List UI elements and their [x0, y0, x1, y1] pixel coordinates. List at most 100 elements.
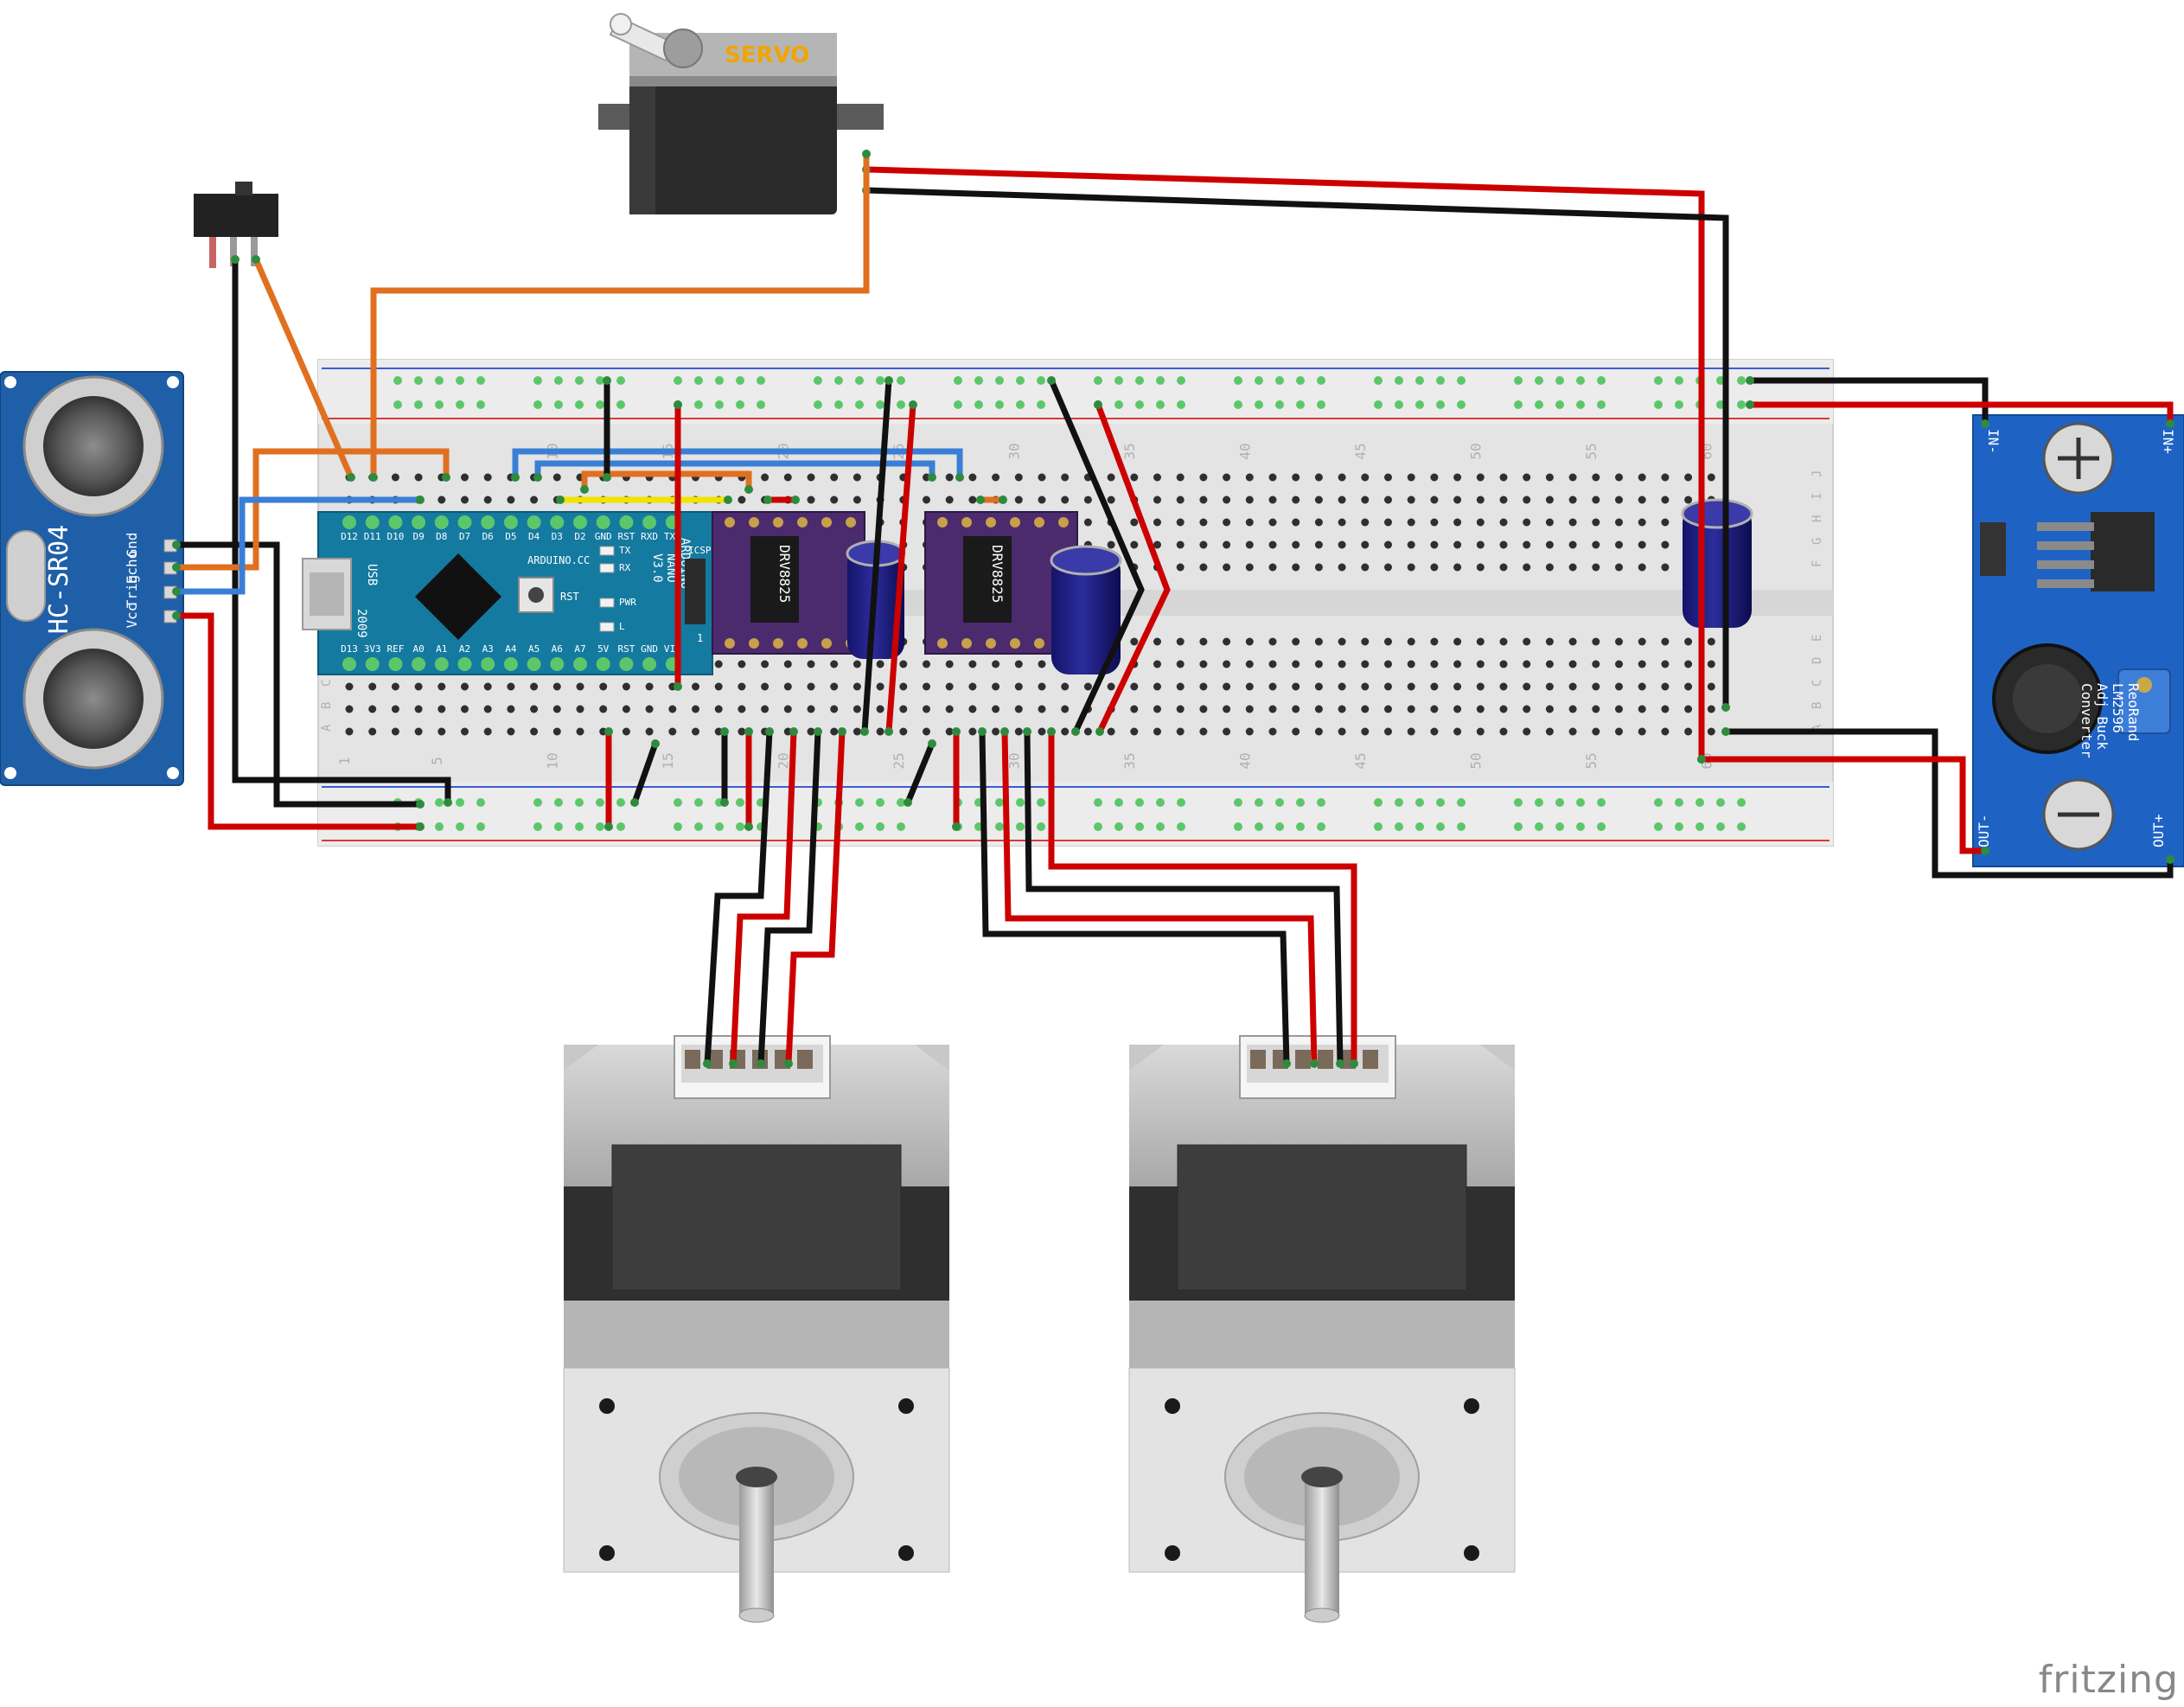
grid-hole: [1314, 727, 1323, 736]
rail-hole: [1317, 798, 1325, 807]
grid-hole: [1384, 495, 1392, 504]
motor2-wire-2: [1001, 728, 1318, 1067]
driver-pin: [1034, 638, 1044, 649]
rst-label: RST: [560, 591, 579, 603]
driver-pin: [725, 638, 735, 649]
grid-hole: [1568, 518, 1577, 527]
rail-hole: [1016, 400, 1025, 409]
grid-hole: [1684, 495, 1693, 504]
grid-hole: [1661, 682, 1670, 691]
grid-hole: [1430, 660, 1439, 668]
grid-hole: [1430, 637, 1439, 646]
grid-hole: [1523, 682, 1531, 691]
grid-hole: [1130, 682, 1139, 691]
grid-hole: [945, 705, 954, 713]
nano-pin-label: A1: [436, 643, 447, 655]
rail-hole: [1255, 822, 1263, 831]
grid-hole: [1061, 705, 1070, 713]
rail-hole: [1296, 822, 1305, 831]
grid-hole: [1568, 682, 1577, 691]
grid-hole: [1407, 705, 1415, 713]
grid-hole: [692, 682, 699, 691]
nano-pin: [412, 657, 426, 671]
grid-hole: [530, 682, 539, 691]
rail-hole: [1114, 400, 1123, 409]
grid-hole: [530, 705, 539, 713]
grid-hole: [1268, 563, 1277, 572]
wires: [172, 150, 2174, 1068]
rail-hole: [1716, 822, 1725, 831]
rail-hole: [1514, 822, 1523, 831]
grid-hole: [923, 705, 930, 713]
grid-hole: [714, 705, 723, 713]
grid-hole: [1453, 727, 1462, 736]
grid-hole: [992, 473, 1000, 482]
slide-switch[interactable]: [194, 182, 278, 268]
grid-hole: [1176, 705, 1185, 713]
reset-button[interactable]: [518, 577, 554, 613]
jumper-low-3-end: [720, 727, 729, 736]
grid-hole: [1407, 727, 1415, 736]
rail-hole: [1555, 798, 1564, 807]
rail-hole: [1255, 376, 1263, 385]
rail-hole: [533, 376, 542, 385]
nano-pin: [503, 657, 518, 671]
grid-hole: [1176, 682, 1185, 691]
servo-motor[interactable]: SERVO: [598, 13, 884, 214]
motor2-wire-1-end: [1282, 1059, 1291, 1068]
column-number: 35: [1121, 752, 1138, 769]
row-letter: C: [320, 680, 334, 687]
grid-hole: [992, 705, 1000, 713]
nano-pin: [457, 515, 472, 529]
grid-hole: [1430, 495, 1439, 504]
grid-hole: [853, 727, 861, 736]
grid-hole: [345, 682, 354, 691]
grid-hole: [1153, 540, 1161, 549]
grid-hole: [876, 727, 884, 736]
driver-pin: [773, 638, 783, 649]
sensor-trig-wire: [173, 496, 424, 595]
rail-hole: [674, 798, 682, 807]
sensor-echo-wire-end: [442, 473, 450, 482]
rail-hole: [1234, 400, 1242, 409]
rail-hole: [1576, 400, 1585, 409]
buck-out-gnd: [1722, 728, 2174, 879]
grid-hole: [1684, 660, 1693, 668]
rail-hole: [435, 798, 444, 807]
jumper-low-1-end: [604, 822, 613, 831]
rail-hole: [757, 400, 765, 409]
grid-hole: [437, 705, 446, 713]
grid-hole: [1223, 495, 1231, 504]
grid-hole: [1545, 727, 1554, 736]
transducer-bottom: [22, 628, 164, 770]
grid-hole: [876, 705, 884, 713]
grid-hole: [923, 682, 930, 691]
pin1-label: 1: [697, 632, 703, 644]
rail-hole: [715, 376, 724, 385]
driver-pin: [1010, 517, 1020, 527]
grid-hole: [1176, 563, 1185, 572]
grid-hole: [1661, 563, 1670, 572]
grid-hole: [1545, 637, 1554, 646]
connector-pin: [797, 1050, 813, 1069]
motor-shaft: [739, 1477, 774, 1615]
rail-hole: [1317, 376, 1325, 385]
grid-hole: [1638, 727, 1646, 736]
nano-pin-label: 3V3: [364, 643, 381, 655]
rail-hole: [554, 400, 563, 409]
grid-hole: [1083, 495, 1092, 504]
grid-hole: [1592, 682, 1600, 691]
nano-model-2: NANO: [664, 553, 678, 583]
nano-led-label: PWR: [619, 597, 636, 608]
rail-hole: [1654, 376, 1663, 385]
jumper-low-5-end: [928, 739, 936, 748]
grid-hole: [1223, 637, 1231, 646]
rail-hole: [1597, 798, 1606, 807]
grid-hole: [1292, 682, 1300, 691]
grid-hole: [1592, 473, 1600, 482]
grid-hole: [1615, 682, 1623, 691]
grid-hole: [1038, 495, 1046, 504]
grid-hole: [1338, 727, 1346, 736]
grid-hole: [1107, 682, 1115, 691]
grid-hole: [530, 495, 539, 504]
